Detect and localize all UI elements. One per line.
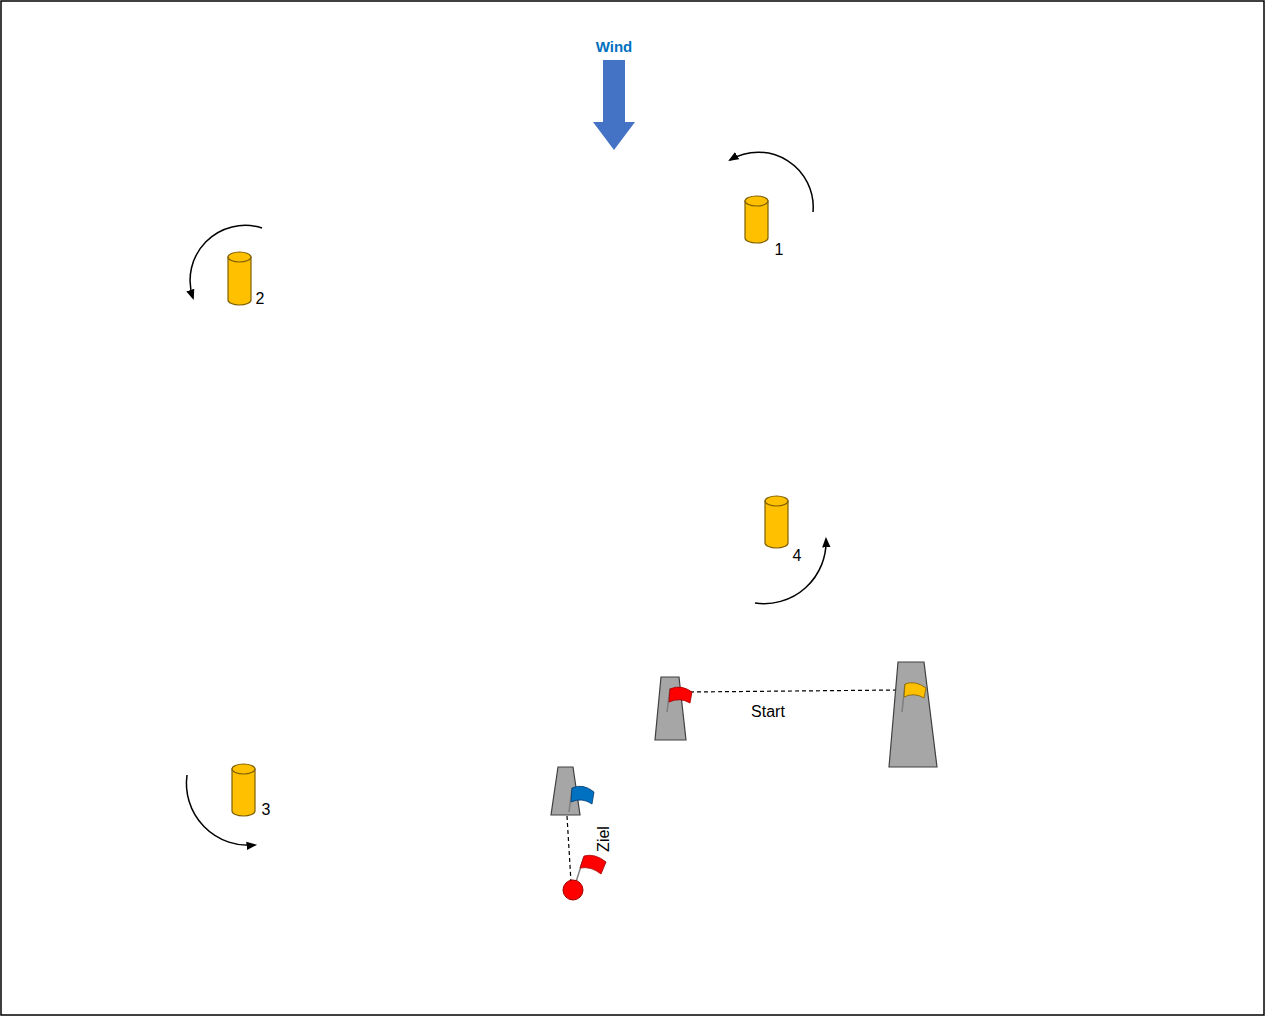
mark-number: 2 [256, 291, 265, 307]
buoy-top [745, 196, 768, 206]
red-flag [580, 855, 606, 874]
finish-line [567, 816, 571, 882]
buoy [232, 769, 255, 816]
yellow-flag [904, 683, 926, 698]
buoy-top [232, 764, 255, 774]
wind-label: Wind [596, 39, 633, 54]
buoy-top [765, 496, 788, 506]
finish-label: Ziel [596, 826, 612, 852]
rounding-arc [730, 152, 813, 212]
committee-boat [889, 662, 937, 767]
buoy [745, 201, 768, 243]
buoys [228, 196, 788, 816]
committee-boat [655, 677, 686, 740]
buoy [765, 501, 788, 548]
wind-arrow [593, 60, 635, 150]
mark-number: 3 [262, 802, 271, 818]
red-flag [669, 687, 692, 703]
start-label: Start [751, 704, 785, 720]
blue-flag [571, 786, 594, 804]
mark-number: 4 [793, 548, 802, 564]
buoy-top [228, 252, 251, 262]
finish-buoy [563, 880, 583, 900]
start-line [690, 690, 898, 692]
rounding-arc [755, 539, 826, 604]
mark-number: 1 [775, 242, 784, 258]
buoy [228, 257, 251, 305]
